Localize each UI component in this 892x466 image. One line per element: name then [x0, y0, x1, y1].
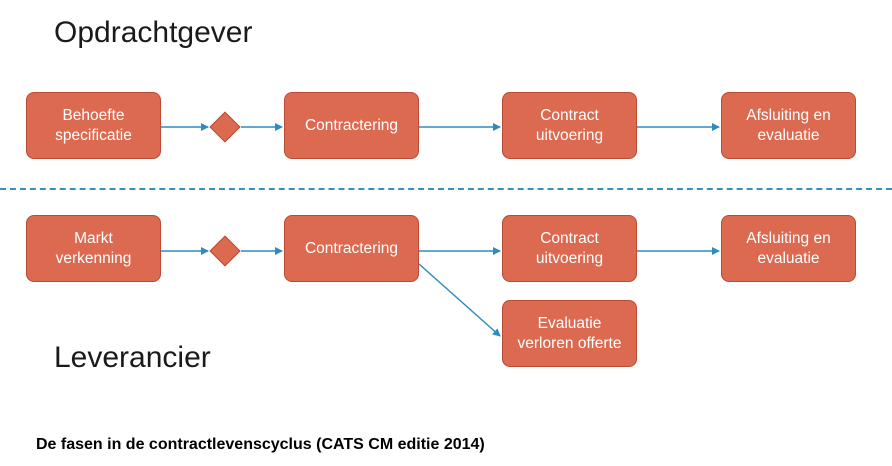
lane-title-opdrachtgever: Opdrachtgever	[54, 16, 253, 49]
box-contract-uitvoering-top: Contract uitvoering	[502, 92, 637, 159]
box-label: Contractering	[304, 116, 399, 134]
figure-caption: De fasen in de contractlevenscyclus (CAT…	[36, 436, 485, 453]
lane-title-leverancier: Leverancier	[54, 341, 211, 374]
box-contractering-bottom: Contractering	[284, 215, 419, 282]
box-label: Afsluiting en evaluatie	[746, 229, 831, 267]
box-label: Contract uitvoering	[535, 106, 604, 144]
box-afsluiting-evaluatie-top: Afsluiting en evaluatie	[721, 92, 856, 159]
box-label: Afsluiting en evaluatie	[746, 106, 831, 144]
arrow-bottom-branch	[418, 263, 501, 337]
box-label: Evaluatie verloren offerte	[517, 314, 622, 352]
box-label: Behoefte specificatie	[55, 106, 132, 144]
box-evaluatie-verloren-offerte: Evaluatie verloren offerte	[502, 300, 637, 367]
box-markt-verkenning: Markt verkenning	[26, 215, 161, 282]
box-contractering-top: Contractering	[284, 92, 419, 159]
box-label: Contractering	[304, 239, 399, 257]
box-label: Contract uitvoering	[535, 229, 604, 267]
box-behoefte-specificatie: Behoefte specificatie	[26, 92, 161, 159]
box-contract-uitvoering-bottom: Contract uitvoering	[502, 215, 637, 282]
box-afsluiting-evaluatie-bottom: Afsluiting en evaluatie	[721, 215, 856, 282]
lane-divider	[0, 188, 892, 190]
box-label: Markt verkenning	[55, 229, 132, 267]
